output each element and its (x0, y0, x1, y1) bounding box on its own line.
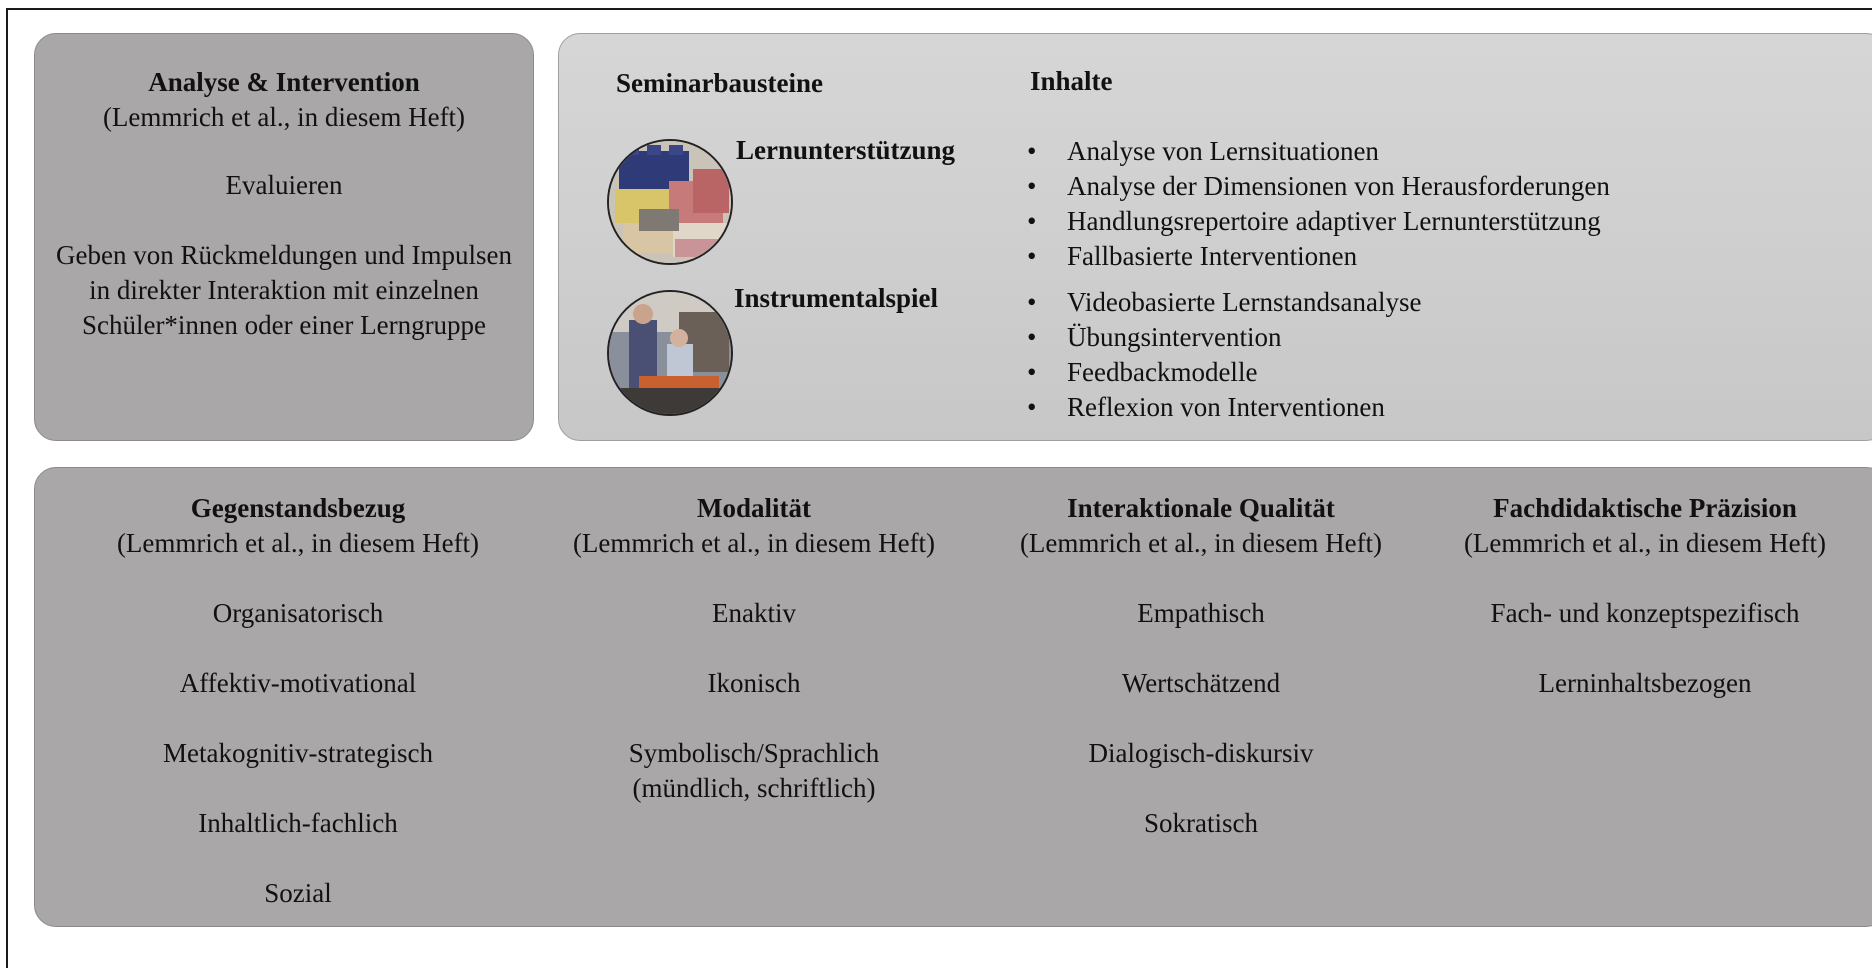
seminar-header-bausteine: Seminarbausteine (616, 68, 824, 98)
outer-frame (6, 8, 1872, 968)
list-item: Empathisch (1137, 598, 1265, 628)
module-label-instrumentalspiel: Instrumentalspiel (734, 283, 939, 313)
list-item: Metakognitiv-strategisch (163, 738, 433, 768)
dimension-subtitle: (Lemmrich et al., in diesem Heft) (116, 528, 480, 558)
list-item: Videobasierte Lernstandsanalyse (1027, 285, 1422, 320)
list-item: Reflexion von Interventionen (1027, 390, 1422, 425)
seminar-panel: Seminarbausteine Inhalte Lernunterstützu… (558, 33, 1872, 441)
analyse-title: Analyse & Intervention (148, 67, 420, 97)
list-item: Fach- und konzeptspezifisch (1490, 598, 1800, 628)
dimension-title: Interaktionale Qualität (1067, 493, 1335, 523)
dimension-subtitle: (Lemmrich et al., in diesem Heft) (1019, 528, 1383, 558)
list-item: Ikonisch (707, 668, 801, 698)
dimension-title: Modalität (697, 493, 811, 523)
list-item: Affektiv-motivational (179, 668, 417, 698)
module-label-lernunterstuetzung: Lernunterstützung (736, 135, 956, 165)
list-item: Enaktiv (712, 598, 796, 628)
list-item: Analyse der Dimensionen von Herausforder… (1027, 169, 1610, 204)
dimension-column-gegenstandsbezug: Gegenstandsbezug (Lemmrich et al., in di… (83, 491, 513, 911)
list-item: Lerninhaltsbezogen (1538, 668, 1752, 698)
list-item: Inhaltlich-fachlich (198, 808, 398, 838)
dimension-title: Gegenstandsbezug (190, 493, 406, 523)
list-item: Fallbasierte Interventionen (1027, 239, 1610, 274)
analyse-item-evaluieren: Evaluieren (225, 170, 343, 200)
dimension-subtitle: (Lemmrich et al., in diesem Heft) (572, 528, 936, 558)
list-item: Handlungsrepertoire adaptiver Lernunters… (1027, 204, 1610, 239)
dimension-column-modalitaet: Modalität (Lemmrich et al., in diesem He… (539, 491, 969, 806)
dimension-column-fachdidaktische-praezision: Fachdidaktische Präzision (Lemmrich et a… (1430, 491, 1860, 701)
music-lesson-photo (607, 290, 733, 416)
list-item: Symbolisch/Sprachlich (628, 738, 880, 768)
dimension-subtitle: (Lemmrich et al., in diesem Heft) (1463, 528, 1827, 558)
list-item: Sozial (264, 878, 332, 908)
dimensions-panel: Gegenstandsbezug (Lemmrich et al., in di… (34, 467, 1872, 927)
list-item: Organisatorisch (212, 598, 384, 628)
list-item: Analyse von Lernsituationen (1027, 134, 1610, 169)
list-item: Sokratisch (1144, 808, 1258, 838)
dimension-column-interaktionale-qualitaet: Interaktionale Qualität (Lemmrich et al.… (986, 491, 1416, 841)
lego-bricks-photo (607, 139, 733, 265)
analyse-item-rueckmeldungen: Geben von Rückmeldungen und Impulsen in … (56, 240, 512, 340)
seminar-header-inhalte: Inhalte (1030, 66, 1113, 96)
list-item: Wertschätzend (1121, 668, 1281, 698)
list-item: Feedbackmodelle (1027, 355, 1422, 390)
analyse-intervention-panel: Analyse & Intervention (Lemmrich et al.,… (34, 33, 534, 441)
analyse-subtitle: (Lemmrich et al., in diesem Heft) (102, 102, 466, 132)
module-items-lernunterstuetzung: Analyse von Lernsituationen Analyse der … (1027, 134, 1610, 274)
list-item: (mündlich, schriftlich) (632, 773, 876, 803)
module-items-instrumentalspiel: Videobasierte Lernstandsanalyse Übungsin… (1027, 285, 1422, 425)
list-item: Übungsintervention (1027, 320, 1422, 355)
list-item: Dialogisch-diskursiv (1088, 738, 1314, 768)
dimension-title: Fachdidaktische Präzision (1493, 493, 1797, 523)
